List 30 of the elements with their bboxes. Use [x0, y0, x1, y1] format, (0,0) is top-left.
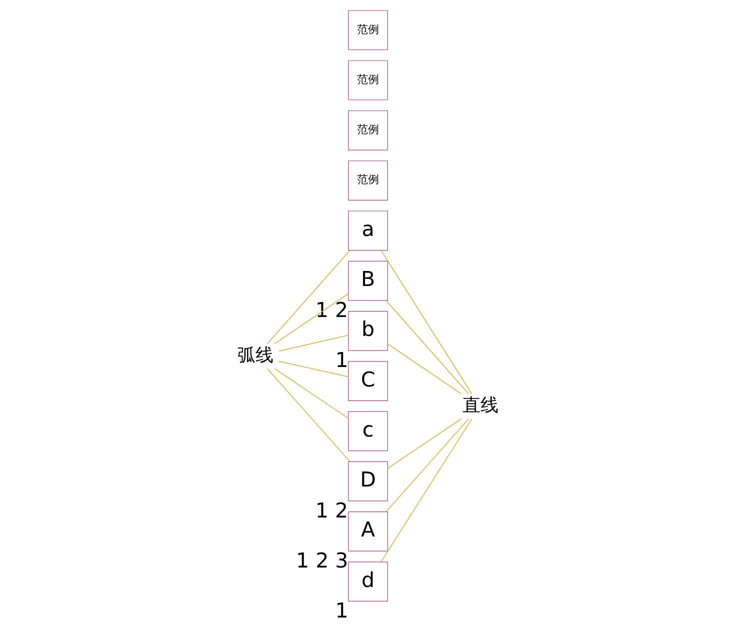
connector — [266, 368, 350, 462]
node-box: a — [348, 210, 388, 251]
connector — [274, 293, 348, 344]
node-box: D — [348, 461, 388, 502]
node-box: 范例 — [348, 160, 388, 200]
node-label: 1 — [334, 598, 348, 623]
node-label: 1 2 — [314, 498, 348, 522]
connector — [380, 250, 472, 394]
connector — [385, 418, 469, 512]
node-box: 范例 — [348, 60, 388, 100]
connector — [386, 418, 462, 469]
node-box: C — [348, 361, 388, 401]
node-box: c — [348, 411, 388, 452]
node-box: B — [348, 260, 388, 301]
node-text: 弧线 — [237, 344, 274, 366]
node-box: 范例 — [348, 10, 388, 50]
connector — [386, 343, 462, 394]
node-box: A — [348, 511, 388, 552]
node-box: 范例 — [348, 110, 388, 150]
node-box: d — [348, 562, 388, 602]
node-text: 直线 — [462, 394, 498, 416]
node-box: b — [348, 310, 388, 351]
connector — [278, 334, 348, 352]
connector — [380, 418, 472, 562]
connector — [385, 300, 469, 394]
connector — [274, 368, 348, 419]
node-label: 1 2 3 — [296, 548, 348, 572]
connector — [266, 250, 350, 344]
connector — [278, 360, 348, 378]
node-label: 1 — [334, 348, 348, 372]
